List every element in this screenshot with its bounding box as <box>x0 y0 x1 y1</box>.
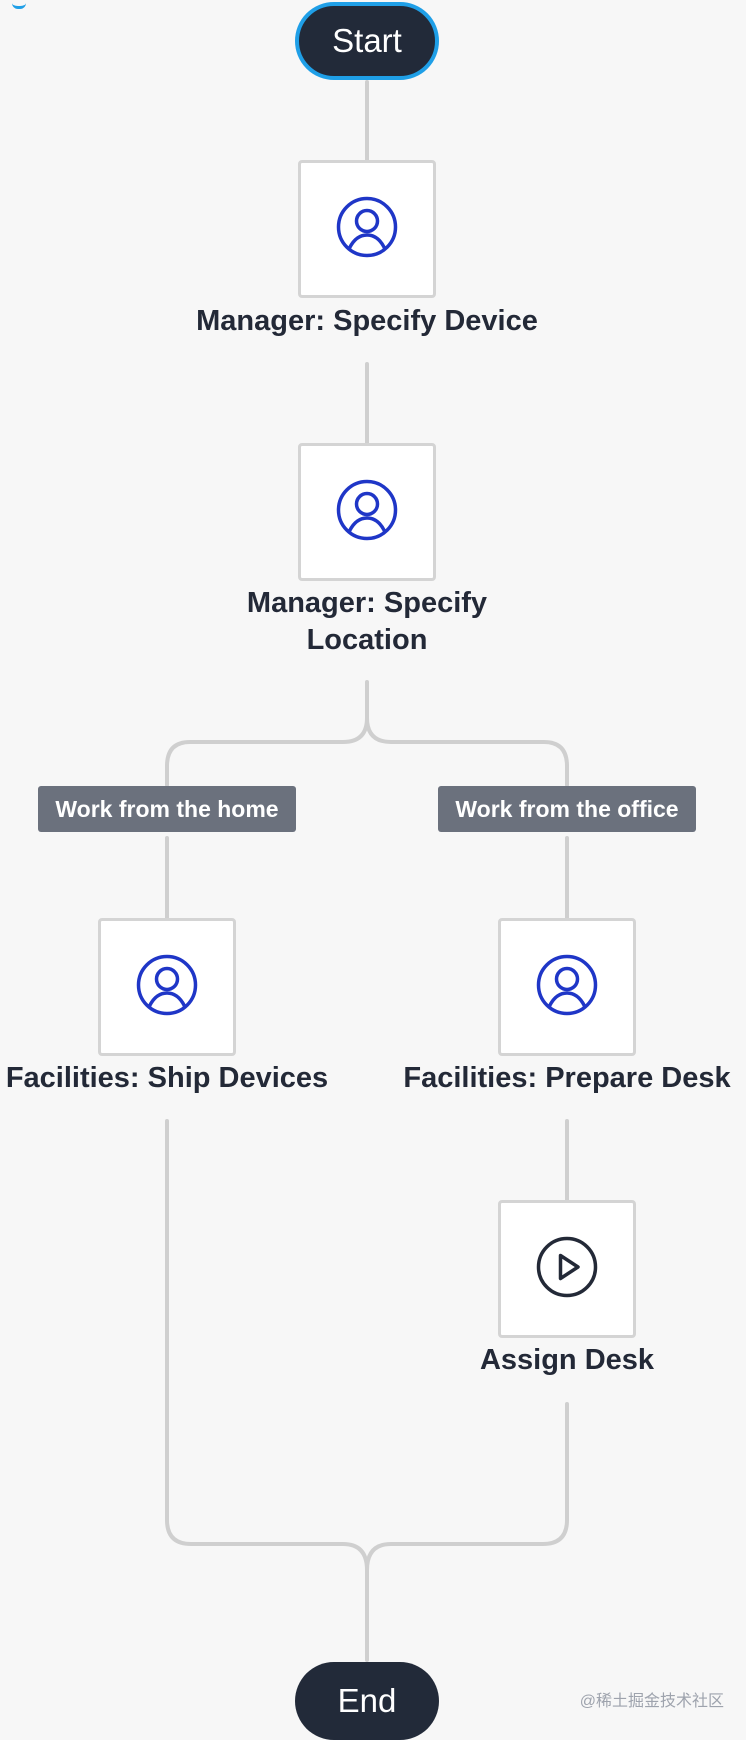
task-label-specify-location-line1: Manager: Specify <box>246 587 488 619</box>
user-icon <box>536 954 598 1021</box>
task-label-specify-device: Manager: Specify Device <box>196 305 538 337</box>
user-icon <box>136 954 198 1021</box>
task-specify-device[interactable] <box>298 160 436 298</box>
connector-ship-to-merge <box>165 1119 369 1572</box>
task-label-ship-devices: Facilities: Ship Devices <box>5 1062 329 1094</box>
end-node[interactable]: End <box>295 1662 439 1740</box>
play-circle-icon <box>536 1236 598 1303</box>
task-label-specify-location-line2: Location <box>306 624 428 656</box>
branch-label-office[interactable]: Work from the office <box>438 786 696 832</box>
task-label-assign-desk: Assign Desk <box>479 1344 655 1376</box>
watermark: @稀土掘金技术社区 <box>579 1693 724 1710</box>
connector-location-split <box>165 680 369 787</box>
end-label: End <box>337 1682 397 1719</box>
edge-fragment <box>12 0 26 9</box>
user-icon <box>336 479 398 546</box>
connector-location-split-right <box>365 716 569 787</box>
connector-assign-to-merge <box>365 1402 569 1572</box>
task-assign-desk[interactable] <box>498 1200 636 1338</box>
task-label-prepare-desk: Facilities: Prepare Desk <box>403 1062 731 1094</box>
branch-label-home[interactable]: Work from the home <box>38 786 296 832</box>
task-ship-devices[interactable] <box>98 918 236 1056</box>
task-specify-location[interactable] <box>298 443 436 581</box>
user-icon <box>336 196 398 263</box>
start-node[interactable]: Start <box>295 2 439 80</box>
task-prepare-desk[interactable] <box>498 918 636 1056</box>
start-label: Start <box>332 22 402 59</box>
